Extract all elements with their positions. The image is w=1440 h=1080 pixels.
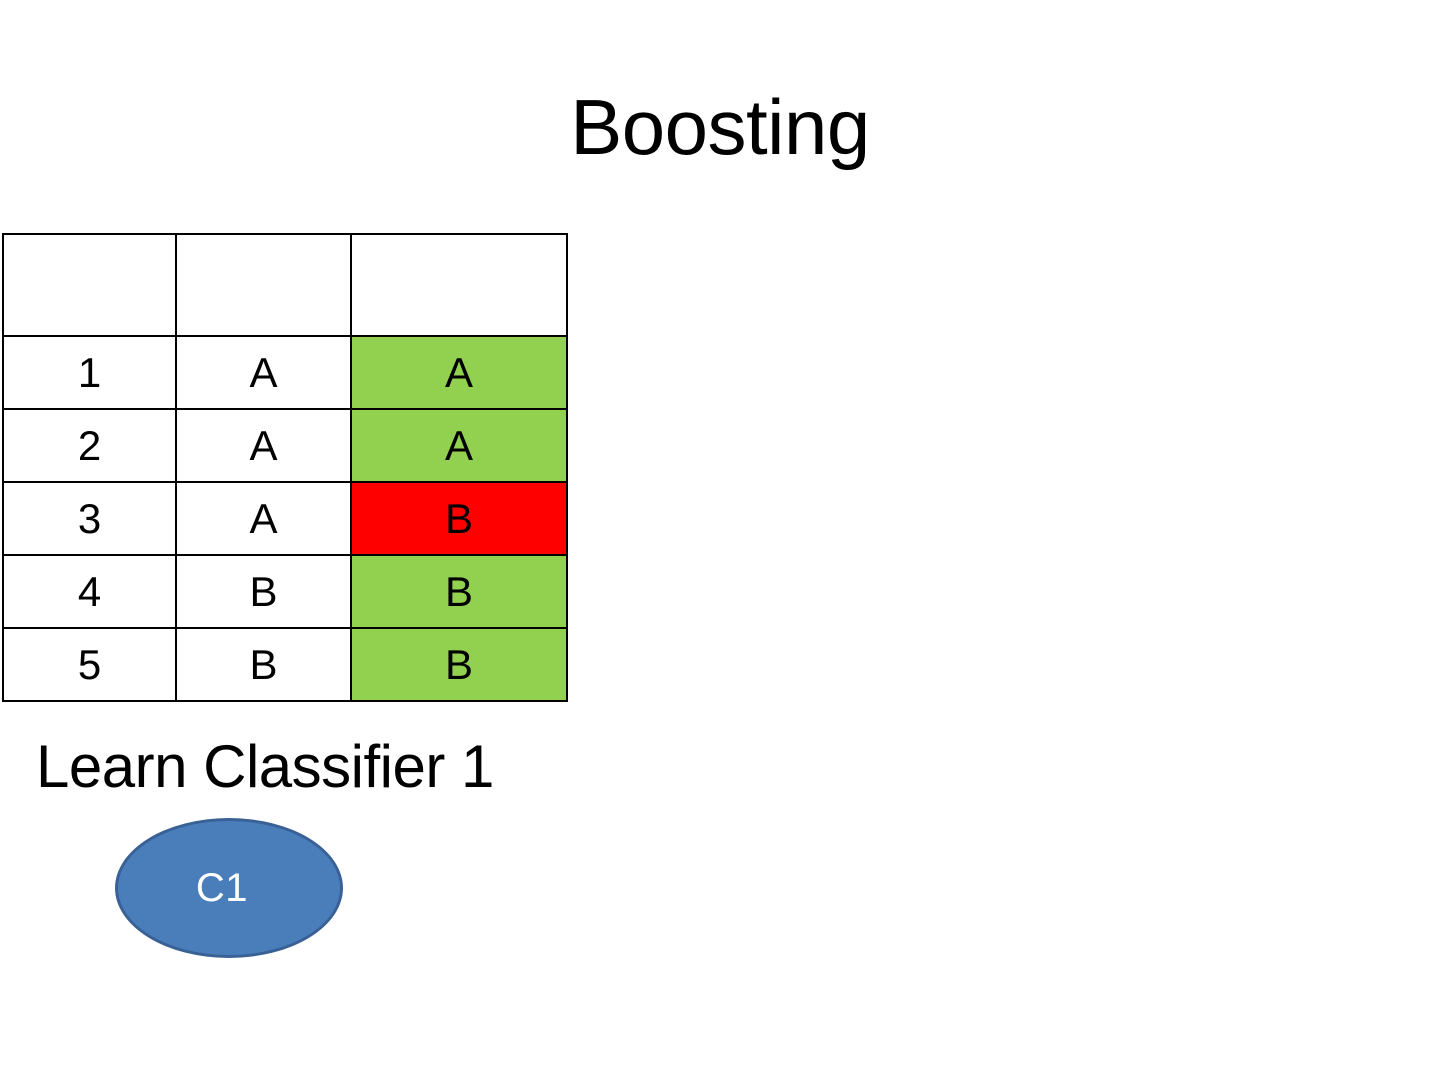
header-cell-predicted: [350, 233, 568, 337]
classifier-node: C1: [115, 818, 343, 958]
learn-classifier-caption: Learn Classifier 1: [36, 733, 494, 800]
page-title: Boosting: [570, 83, 870, 171]
cell-true: A: [175, 408, 352, 483]
cell-predicted: B: [350, 554, 568, 629]
cell-true: B: [175, 627, 352, 702]
cell-predicted: B: [350, 627, 568, 702]
table-row: 4 B B: [2, 554, 568, 629]
cell-id: 2: [2, 408, 177, 483]
cell-id: 1: [2, 335, 177, 410]
cell-true: B: [175, 554, 352, 629]
header-cell-true: [175, 233, 352, 337]
table-row: 2 A A: [2, 408, 568, 483]
table-row: 3 A B: [2, 481, 568, 556]
cell-true: A: [175, 335, 352, 410]
table-header-row: [2, 233, 568, 337]
cell-id: 5: [2, 627, 177, 702]
predictions-table: 1 A A 2 A A 3 A B 4 B B 5 B B: [2, 233, 568, 702]
cell-predicted: A: [350, 408, 568, 483]
table-row: 1 A A: [2, 335, 568, 410]
cell-predicted: B: [350, 481, 568, 556]
cell-id: 3: [2, 481, 177, 556]
table-row: 5 B B: [2, 627, 568, 702]
cell-id: 4: [2, 554, 177, 629]
cell-true: A: [175, 481, 352, 556]
header-cell-id: [2, 233, 177, 337]
ellipse-shape: [115, 818, 343, 958]
cell-predicted: A: [350, 335, 568, 410]
classifier-node-label: C1: [195, 866, 249, 910]
